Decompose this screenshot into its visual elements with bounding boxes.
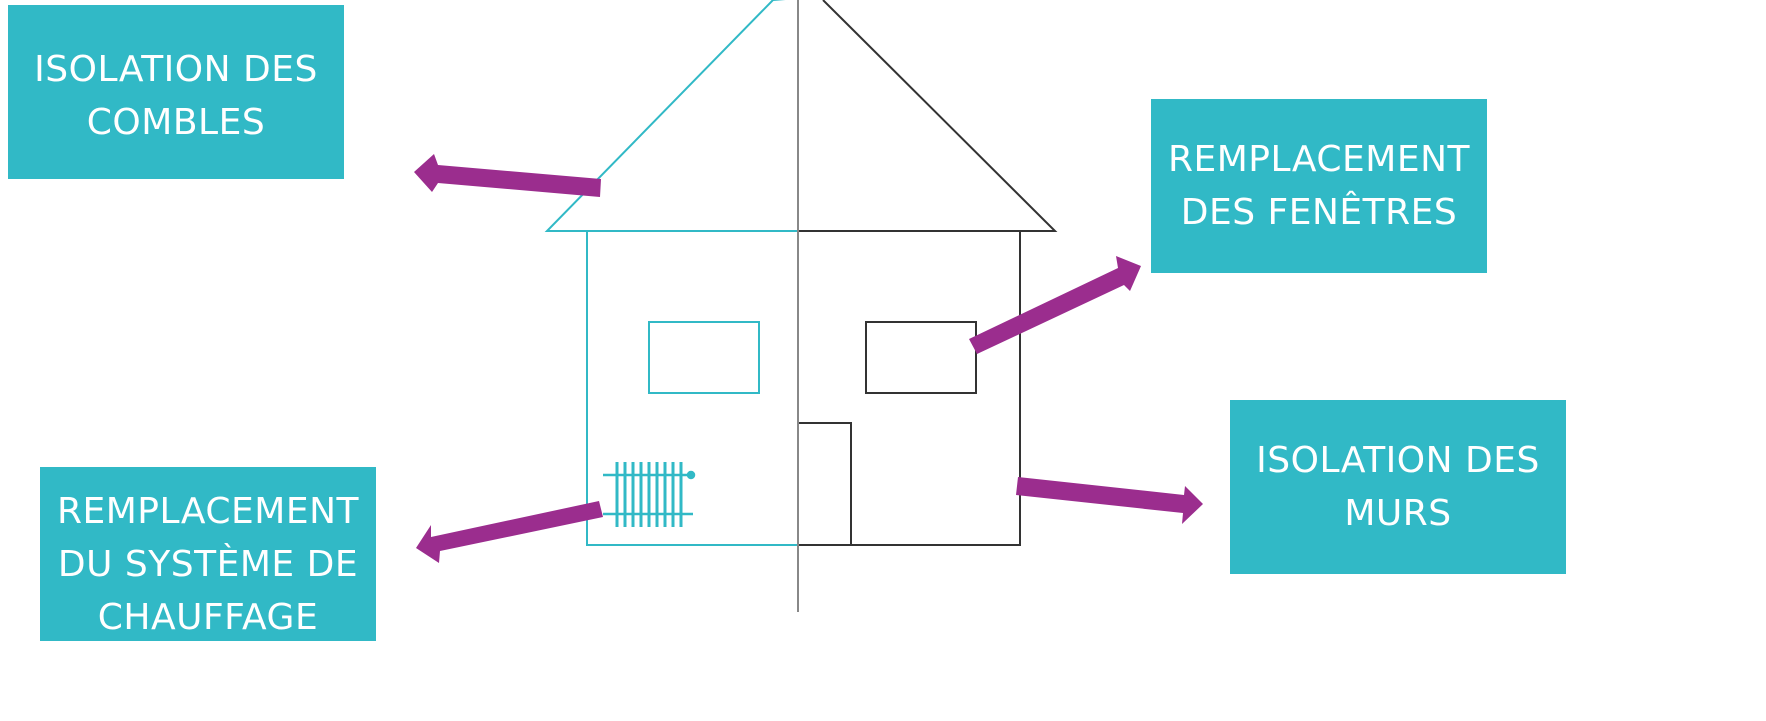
wall-left [587, 231, 798, 545]
label-isolation-combles-text: ISOLATION DES COMBLES [34, 43, 318, 149]
arrow-combles [414, 154, 601, 197]
arrow-chauffage [416, 501, 603, 563]
arrows [414, 154, 1203, 563]
label-remplacement-chauffage-text: REMPLACEMENT DU SYSTÈME DE CHAUFFAGE [57, 485, 359, 644]
label-isolation-murs: ISOLATION DES MURS [1230, 400, 1566, 574]
door [798, 423, 851, 545]
radiator-icon [603, 462, 694, 527]
arrow-murs [1016, 477, 1203, 524]
roof-right [798, 0, 1055, 231]
label-isolation-combles: ISOLATION DES COMBLES [8, 5, 344, 179]
wall-right [798, 231, 1020, 545]
label-remplacement-fenetres: REMPLACEMENT DES FENÊTRES [1151, 99, 1487, 273]
window-right [866, 322, 976, 393]
label-isolation-murs-text: ISOLATION DES MURS [1256, 434, 1540, 540]
house-right-half [798, 0, 1055, 545]
window-left [649, 322, 759, 393]
roof-left [547, 0, 798, 231]
arrow-fenetres [969, 256, 1141, 354]
label-remplacement-chauffage: REMPLACEMENT DU SYSTÈME DE CHAUFFAGE [40, 467, 376, 641]
label-remplacement-fenetres-text: REMPLACEMENT DES FENÊTRES [1168, 133, 1470, 239]
